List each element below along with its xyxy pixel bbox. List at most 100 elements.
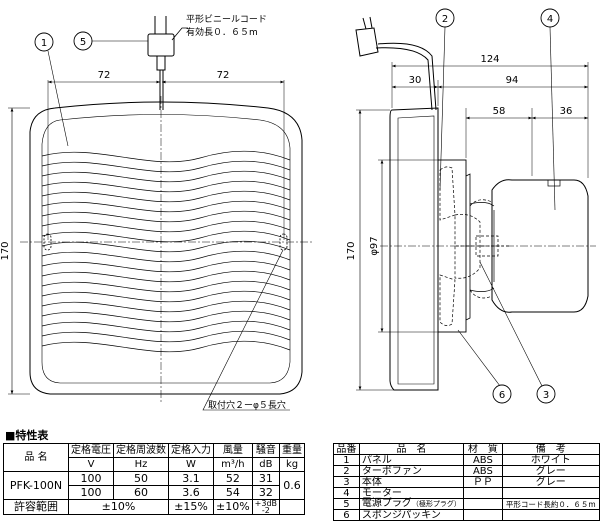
dim-side-height: 170 (346, 241, 357, 260)
parts-name: 電源プラグ（極形プラグ） (358, 498, 465, 510)
spec-head-model: 品 名 (3, 443, 69, 472)
parts-head-name: 品 名 (358, 443, 465, 455)
parts-remarks: グレー (501, 465, 600, 477)
parts-no: 2 (333, 465, 360, 477)
parts-name: スポンジパッキン (358, 509, 465, 521)
spec-tolerance-airflow: ±10% (213, 499, 253, 515)
spec-cell: 31 (251, 471, 281, 486)
table-row: 1 パネル ABS ホワイト (333, 454, 600, 466)
table-row: 4 モーター (333, 487, 600, 499)
spec-head-voltage: 定格電圧 (68, 443, 114, 458)
spec-tolerance-noise: +3dB -2 (251, 499, 281, 515)
spec-unit-voltage: V (68, 457, 114, 472)
parts-head-remarks: 備 考 (501, 443, 600, 455)
dim-side-total-depth: 124 (480, 54, 499, 65)
callout-6 (492, 384, 512, 404)
hole-note: 取付穴２ーφ５長穴 (208, 399, 286, 411)
spec-title: ■特性表 (5, 429, 49, 442)
callout-3 (536, 384, 556, 404)
spec-tolerance-noise-plus: +3 (254, 499, 267, 508)
parts-material (463, 498, 503, 510)
parts-name: パネル (358, 454, 465, 466)
table-row: PFK-100N 100 50 3.1 52 31 0.6 (3, 471, 306, 500)
callout-4 (540, 8, 560, 28)
spec-head-weight: 重量 (279, 443, 306, 458)
callout-2 (435, 8, 455, 28)
spec-tolerance-voltage: ±10% (68, 499, 169, 515)
dim-side-motor-depth: 36 (560, 106, 573, 117)
spec-unit-frequency: Hz (113, 457, 169, 472)
parts-material: ABS (463, 454, 503, 466)
spec-tolerance-weight (279, 499, 306, 515)
parts-head-material: 材 質 (463, 443, 503, 455)
parts-name-note: （極形プラグ） (411, 500, 461, 508)
parts-table: 品番 品 名 材 質 備 考 1 パネル ABS ホワイト 2 ターボファン A… (333, 443, 600, 521)
parts-name: モーター (358, 487, 465, 499)
dim-front-left-width: 72 (98, 70, 111, 81)
spec-unit-power: W (168, 457, 214, 472)
spec-tolerance-power: ±15% (168, 499, 214, 515)
parts-no: 6 (333, 509, 360, 521)
callout-4-label: 4 (547, 14, 553, 25)
spec-cell: 3.6 (168, 485, 214, 500)
parts-material (463, 509, 503, 521)
cord-note-line2: 有効長０．６５m (186, 26, 258, 38)
callout-6-label: 6 (499, 390, 505, 401)
table-row: 100 60 3.6 54 32 (4, 485, 305, 500)
table-row: 2 ターボファン ABS グレー (333, 465, 600, 477)
parts-no: 5 (333, 498, 360, 510)
spec-cell: 50 (113, 471, 169, 486)
parts-no: 4 (333, 487, 360, 499)
spec-table: 品 名 定格電圧 定格周波数 定格入力 風量 騒音 重量 V Hz W m³/h… (3, 443, 306, 515)
spec-head-noise: 騒音 (251, 443, 281, 458)
callout-2-label: 2 (442, 14, 448, 25)
parts-name: 本体 (358, 476, 465, 488)
spec-cell: 52 (213, 471, 253, 486)
parts-remarks: グレー (501, 476, 600, 488)
dim-side-grille-depth: 30 (409, 75, 422, 86)
spec-unit-noise: dB (251, 457, 281, 472)
spec-unit-airflow: m³/h (213, 457, 253, 472)
table-row: 3 本体 ＰＰ グレー (333, 476, 600, 488)
spec-cell: 32 (251, 485, 281, 500)
power-plug (147, 16, 175, 110)
parts-remarks (501, 487, 600, 499)
spec-tolerance-label: 許容範囲 (3, 499, 69, 515)
spec-cell: 60 (113, 485, 169, 500)
parts-remarks: 平形コード長約０．６５m (501, 498, 600, 510)
parts-no: 3 (333, 476, 360, 488)
spec-tolerance-noise-minus: -2 (261, 506, 270, 515)
spec-weight: 0.6 (279, 471, 306, 500)
callouts (34, 8, 560, 404)
spec-tolerance-noise-unit: dB (266, 499, 278, 508)
side-panel (389, 107, 439, 391)
callout-5-label: 5 (80, 37, 86, 48)
front-panel-outline (29, 101, 303, 395)
spec-unit-weight: kg (279, 457, 306, 472)
technical-drawing: 1 5 2 4 6 3 平形ビニールコード 有効長０．６５m 取付穴２ーφ５長穴… (0, 8, 596, 411)
callout-1-label: 1 (41, 38, 47, 49)
parts-name-text: 電源プラグ (361, 498, 412, 509)
front-louvres (41, 150, 291, 353)
parts-material: ＰＰ (463, 476, 503, 488)
table-row: 許容範囲 ±10% ±15% ±10% +3dB -2 (3, 499, 306, 515)
parts-material: ABS (463, 465, 503, 477)
dim-front-right-width: 72 (217, 70, 230, 81)
dim-side-body-depth: 94 (506, 75, 519, 86)
callout-3-label: 3 (543, 390, 549, 401)
spec-head-airflow: 風量 (213, 443, 253, 458)
parts-remarks: ホワイト (501, 454, 600, 466)
spec-cell: 100 (68, 471, 114, 486)
callout-1 (34, 32, 54, 52)
side-view (355, 16, 596, 391)
spec-head-power: 定格入力 (168, 443, 214, 458)
spec-head-frequency: 定格周波数 (113, 443, 169, 458)
spec-cell: 100 (68, 485, 114, 500)
spec-model: PFK-100N (3, 471, 69, 500)
spec-cell: 54 (213, 485, 253, 500)
parts-remarks (501, 509, 600, 521)
front-view (8, 16, 312, 411)
dim-side-mid-depth: 58 (493, 106, 506, 117)
parts-material (463, 487, 503, 499)
table-row: 5 電源プラグ（極形プラグ） 平形コード長約０．６５m (333, 498, 600, 510)
